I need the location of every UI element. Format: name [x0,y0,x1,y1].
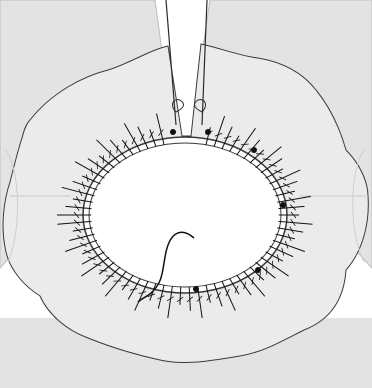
tack-point [280,202,286,208]
tack-point [255,267,261,273]
tack-point [170,129,176,135]
tack-point [193,286,199,292]
stitch-zigzag [106,276,114,277]
stitch-zigzag [273,261,274,269]
tack-point [205,129,211,135]
stitch-zigzag [97,161,98,169]
stitch-zigzag [256,154,264,155]
tack-point [251,147,257,153]
